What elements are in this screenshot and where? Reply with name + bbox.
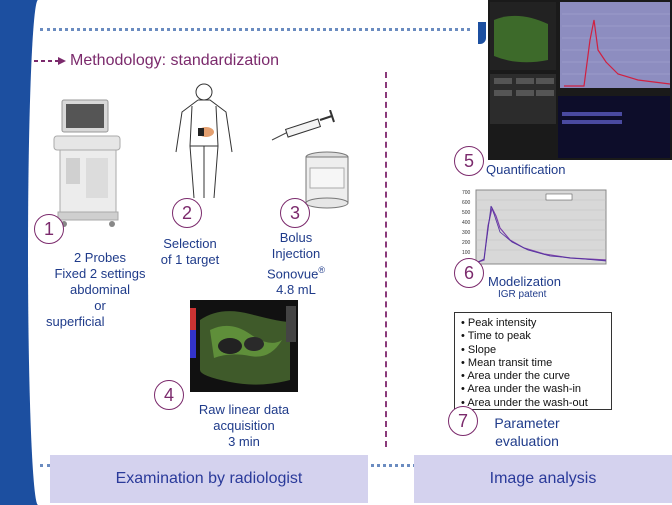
step-4-badge: 4 [154, 380, 184, 410]
step-1-line: abdominal [70, 282, 130, 297]
parameter-label: Area under the wash-out [467, 396, 588, 409]
step-2-line: of 1 target [160, 252, 220, 267]
step-1-text: 2 Probes Fixed 2 settings abdominal or s… [40, 250, 160, 330]
step-7-text: Parameter evaluation [482, 414, 572, 450]
step-1-line: superficial [46, 314, 105, 329]
step-2-line: Selection [163, 236, 217, 251]
top-dotted-divider [40, 28, 470, 31]
page-title: Methodology: standardization [70, 52, 280, 69]
parameter-label: Peak intensity [467, 317, 537, 329]
parameter-item: • Peak intensity [461, 317, 537, 329]
step-7-line: evaluation [495, 433, 559, 449]
ultrasound-machine-image [53, 99, 121, 227]
step-5-badge: 5 [454, 146, 484, 176]
step-2-text: Selection of 1 target [150, 236, 230, 268]
screenshot-accent [478, 22, 486, 44]
step-3-line: Injection [271, 246, 321, 261]
parameter-item: • Area under the curve [461, 370, 571, 383]
step-6-label: Modelization [488, 274, 561, 289]
step-6-sublabel: IGR patent [498, 289, 547, 300]
step-1-line: 2 Probes [73, 250, 127, 265]
ultrasound-scan-image [190, 300, 298, 392]
step-4-text: Raw linear data acquisition 3 min [184, 402, 304, 450]
chart-legend-box [545, 193, 573, 201]
y-tick: 400 [462, 220, 471, 226]
step-2-badge: 2 [172, 198, 202, 228]
y-tick: 500 [462, 210, 471, 216]
quantification-software-screenshot [488, 0, 672, 160]
modelization-chart: 700 600 500 400 300 200 100 0 [462, 189, 607, 266]
step-4-line: 3 min [228, 434, 260, 449]
parameter-item: • Area under the wash-out [461, 396, 588, 409]
y-tick: 600 [462, 200, 471, 206]
parameters-box: • Peak intensity • Time to peak • Slope … [454, 312, 612, 410]
y-tick: 100 [462, 250, 471, 256]
parameter-label: Area under the curve [467, 370, 571, 383]
parameter-item: • Time to peak [461, 330, 531, 343]
footer-image-analysis: Image analysis [414, 455, 672, 503]
parameter-label: Area under the wash-in [467, 383, 582, 396]
parameter-label: Slope [467, 343, 497, 356]
contrast-vial-image [305, 151, 349, 209]
syringe-image [271, 110, 335, 141]
step-1-line: or [94, 298, 106, 313]
left-decorative-bar [0, 0, 48, 505]
body-figure-image [175, 83, 233, 199]
step-3-badge: 3 [280, 198, 310, 228]
step-7-line: Parameter [494, 415, 560, 431]
step-3-line: 4.8 mL [276, 282, 316, 298]
step-6-badge: 6 [454, 258, 484, 288]
step-7-badge: 7 [448, 406, 478, 436]
section-separator [385, 72, 387, 447]
parameter-item: • Slope [461, 343, 497, 356]
parameter-item: • Area under the wash-in [461, 383, 582, 396]
y-tick: 300 [462, 230, 471, 236]
step-3-text: Bolus Injection Sonovue® 4.8 mL [256, 230, 336, 298]
parameter-item: • Mean transit time [461, 356, 553, 369]
step-1-badge: 1 [34, 214, 64, 244]
sonovue-label: Sonovue [267, 266, 319, 282]
title-row: Methodology: standardization [34, 52, 279, 70]
dashed-arrow-icon [34, 57, 66, 65]
registered-mark: ® [318, 265, 325, 275]
y-tick: 700 [462, 190, 471, 196]
step-1-line: Fixed 2 settings [54, 266, 146, 281]
parameter-label: Time to peak [467, 330, 531, 343]
parameter-label: Mean transit time [467, 356, 553, 369]
step-3-line: Bolus [279, 230, 313, 245]
step-3-line: Sonovue® [256, 262, 336, 282]
step-5-label: Quantification [486, 162, 566, 177]
footer-examination: Examination by radiologist [50, 455, 368, 503]
step-4-line: acquisition [213, 418, 275, 433]
step-4-line: Raw linear data [198, 402, 290, 417]
y-tick: 200 [462, 240, 471, 246]
